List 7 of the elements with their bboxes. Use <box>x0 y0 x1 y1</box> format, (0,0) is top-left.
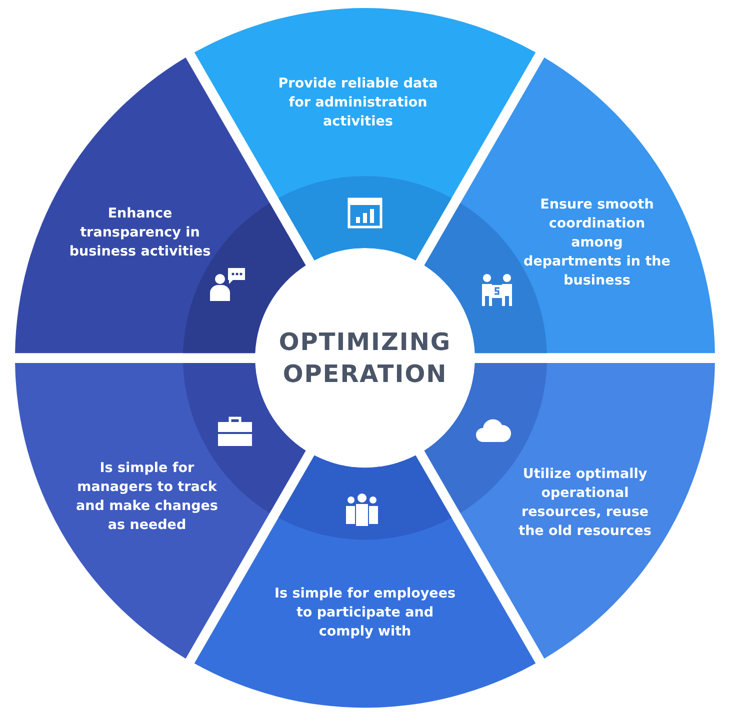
center-title: OPTIMIZING OPERATION <box>278 327 452 390</box>
segment-text: Provide reliable data for administration activities <box>277 74 439 132</box>
segment-text: Is simple for employees to participate and comply with <box>273 584 457 642</box>
segment-text: Ensure smooth coordination among departments in the business <box>522 195 672 290</box>
segment-text: Is simple for managers to track and make changes as needed <box>75 459 219 535</box>
segment-text: Enhance transparency in business activities <box>68 204 212 262</box>
segment-text: Utilize optimally operational resources, reuse the old resources <box>518 465 652 541</box>
